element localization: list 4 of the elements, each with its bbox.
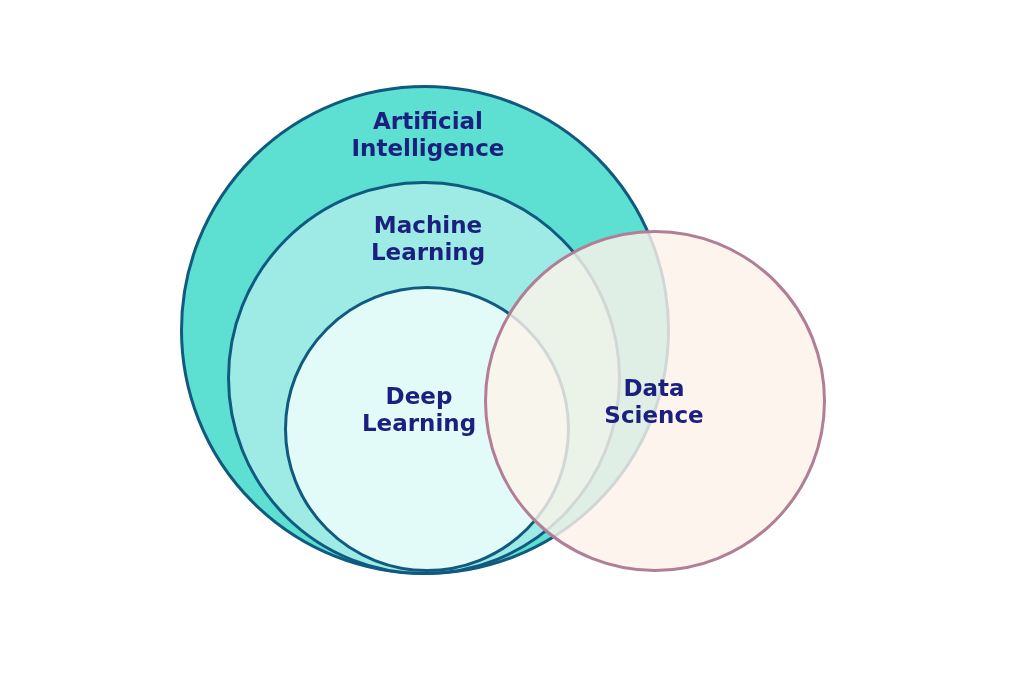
circle-label: Deep Learning xyxy=(360,383,478,437)
circle-label: Machine Learning xyxy=(369,212,487,266)
circle-label: Artificial Intelligence xyxy=(350,108,506,162)
circle-label: Data Science xyxy=(603,375,705,429)
